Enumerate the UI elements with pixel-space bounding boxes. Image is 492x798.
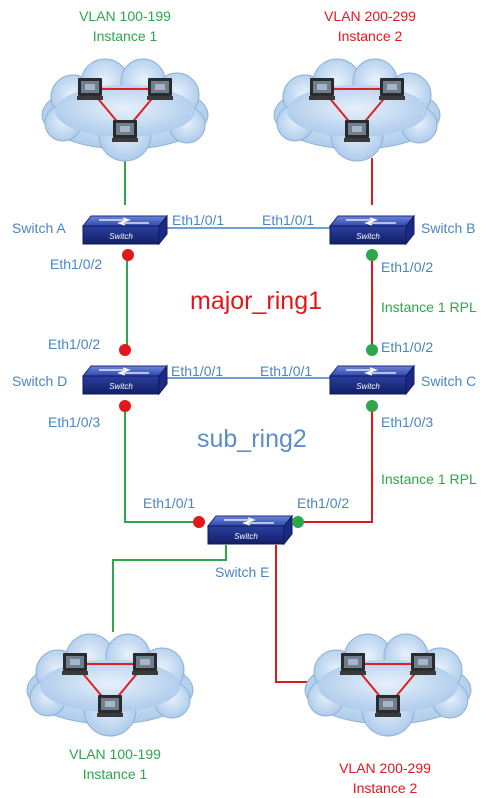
link-e-cloud-br: [275, 545, 308, 683]
major-ring-label: major_ring1: [190, 287, 323, 315]
rpl-label-sub: Instance 1 RPL: [381, 471, 477, 487]
link-e-cloud-bl: [112, 545, 227, 632]
pc-icon: [147, 78, 173, 100]
port-dot-e-left: [193, 516, 205, 528]
pc-icon: [112, 120, 138, 142]
vlan-range: VLAN 100-199: [79, 8, 171, 24]
link-c-e: [297, 406, 373, 523]
switch-b-label: Switch B: [421, 220, 476, 236]
cloud-bottom-right: [304, 633, 472, 737]
pc-icon: [309, 78, 335, 100]
pc-icon: [375, 695, 401, 717]
switch-b-icon: [329, 215, 415, 245]
vlan-range: VLAN 200-299: [324, 8, 416, 24]
pc-icon: [132, 653, 158, 675]
port-label-e-right: Eth1/0/2: [297, 495, 350, 511]
vlan-label-bottom-left: VLAN 100-199 Instance 1: [50, 744, 180, 784]
port-label-e-left: Eth1/0/1: [143, 495, 196, 511]
rpl-label-major: Instance 1 RPL: [381, 299, 477, 315]
pc-icon: [379, 78, 405, 100]
link-d-e: [124, 406, 200, 523]
port-dot-c-bottom: [366, 400, 378, 412]
switch-e-label: Switch E: [215, 564, 270, 580]
vlan-range: VLAN 100-199: [69, 746, 161, 762]
vlan-label-top-left: VLAN 100-199 Instance 1: [60, 6, 190, 46]
pc-icon: [77, 78, 103, 100]
instance-label: Instance 1: [82, 766, 148, 782]
port-dot-a-bottom: [122, 249, 134, 261]
port-dot-d-bottom: [119, 400, 131, 412]
pc-icon: [340, 653, 366, 675]
switch-d-icon: [82, 365, 168, 395]
cloud-bottom-left: [26, 633, 194, 737]
port-label-d-right: Eth1/0/1: [171, 363, 224, 379]
switch-c-icon: [329, 365, 415, 395]
sub-ring-label: sub_ring2: [197, 425, 307, 453]
cloud-top-right: [273, 58, 441, 162]
port-label-c-bottom: Eth1/0/3: [381, 414, 434, 430]
port-label-c-top: Eth1/0/2: [381, 339, 434, 355]
cloud-top-left: [41, 58, 209, 162]
switch-c-label: Switch C: [421, 373, 477, 389]
port-dot-e-right: [292, 516, 304, 528]
port-label-d-bottom: Eth1/0/3: [48, 414, 101, 430]
port-dot-b-bottom: [366, 249, 378, 261]
pc-icon: [344, 120, 370, 142]
vlan-label-top-right: VLAN 200-299 Instance 2: [305, 6, 435, 46]
vlan-range: VLAN 200-299: [339, 760, 431, 776]
pc-icon: [62, 653, 88, 675]
instance-label: Instance 2: [352, 780, 418, 796]
port-label-b-left: Eth1/0/1: [262, 212, 315, 228]
port-label-a-right: Eth1/0/1: [172, 212, 225, 228]
instance-label: Instance 2: [337, 28, 403, 44]
port-label-a-bottom: Eth1/0/2: [50, 256, 103, 272]
switch-e-icon: [207, 515, 293, 545]
port-label-c-left: Eth1/0/1: [260, 363, 313, 379]
pc-icon: [410, 653, 436, 675]
instance-label: Instance 1: [92, 28, 158, 44]
switch-d-label: Switch D: [12, 373, 68, 389]
switch-a-icon: [82, 215, 168, 245]
port-dot-d-top: [119, 344, 131, 356]
port-dot-c-top: [366, 344, 378, 356]
pc-icon: [97, 695, 123, 717]
vlan-label-bottom-right: VLAN 200-299 Instance 2: [320, 758, 450, 798]
port-label-b-bottom: Eth1/0/2: [381, 259, 434, 275]
switch-a-label: Switch A: [12, 220, 66, 236]
port-label-d-top: Eth1/0/2: [48, 336, 101, 352]
